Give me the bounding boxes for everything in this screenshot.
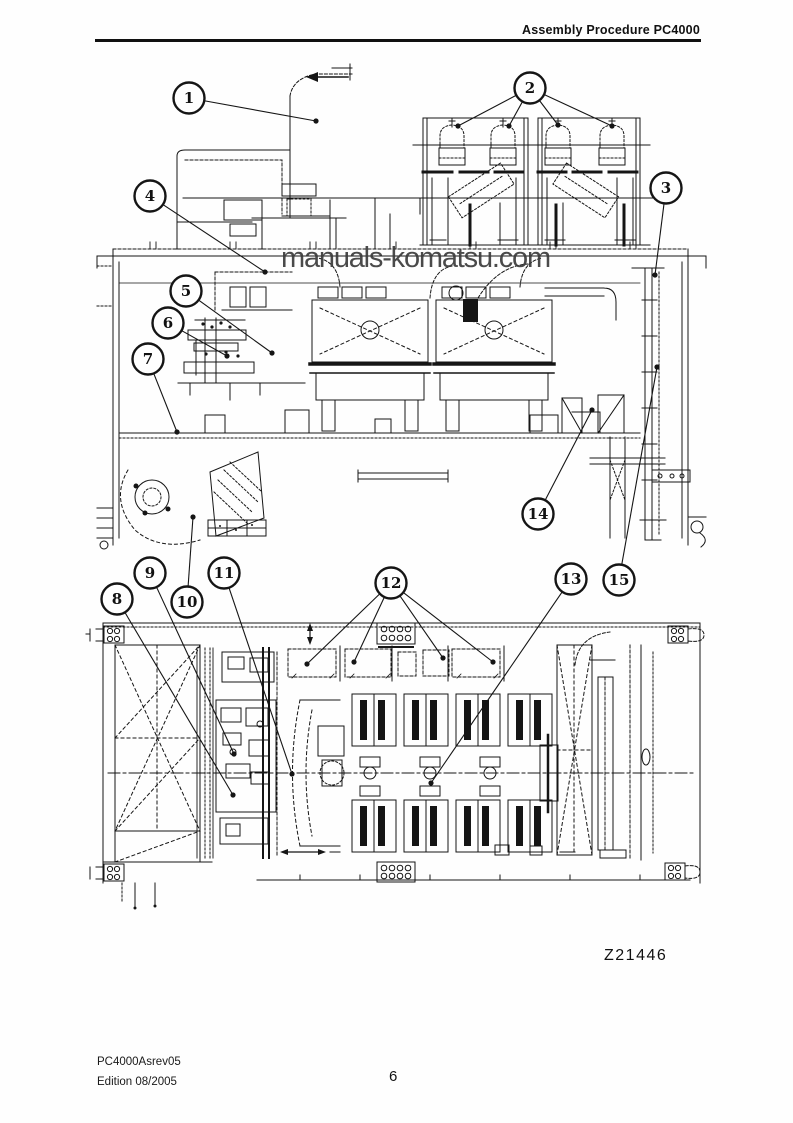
engine-side-view <box>308 257 617 432</box>
chute <box>207 451 267 537</box>
svg-text:12: 12 <box>381 574 402 592</box>
svg-text:5: 5 <box>181 282 191 300</box>
svg-text:10: 10 <box>177 593 198 611</box>
swing-machinery <box>119 469 201 545</box>
callout-6: 6 <box>151 306 185 340</box>
page-title: Assembly Procedure PC4000 <box>521 23 700 37</box>
svg-text:4: 4 <box>145 187 155 205</box>
callout-12: 12 <box>374 566 408 600</box>
svg-text:11: 11 <box>214 564 235 582</box>
header-rule <box>95 39 701 42</box>
doc-ref: PC4000Asrev05 <box>97 1056 181 1068</box>
callout-15: 15 <box>602 563 636 597</box>
pump-assembly <box>177 317 306 401</box>
svg-text:9: 9 <box>145 564 155 582</box>
plan-view-drawing <box>85 622 705 910</box>
counterweight <box>556 631 654 861</box>
callout-1: 1 <box>172 81 206 115</box>
air-cleaner-assembly <box>412 117 651 247</box>
callout-4: 4 <box>133 179 167 213</box>
svg-text:7: 7 <box>143 350 153 368</box>
mounting-rails <box>287 622 505 682</box>
figure-code: Z21446 <box>604 947 668 964</box>
callout-2: 2 <box>513 71 547 105</box>
callout-7: 7 <box>131 342 165 376</box>
edition: Edition 08/2005 <box>97 1076 177 1088</box>
callout-14: 14 <box>521 497 555 531</box>
footer: PC4000Asrev05 Edition 08/2005 <box>97 1052 181 1092</box>
svg-text:1: 1 <box>184 89 194 107</box>
svg-text:6: 6 <box>163 314 173 332</box>
callout-11: 11 <box>207 556 241 590</box>
callout-13: 13 <box>554 562 588 596</box>
svg-text:15: 15 <box>609 571 630 589</box>
svg-text:3: 3 <box>661 179 671 197</box>
pump-module-plan <box>215 651 277 845</box>
callout-3: 3 <box>649 171 683 205</box>
callout-10: 10 <box>170 585 204 619</box>
engine-plan-view <box>292 693 559 853</box>
page-number: 6 <box>389 1068 398 1085</box>
outriggers <box>85 625 705 882</box>
callout-5: 5 <box>169 274 203 308</box>
top-view-drawing <box>96 63 707 550</box>
svg-text:14: 14 <box>528 505 549 523</box>
svg-text:8: 8 <box>112 590 122 608</box>
radiator-frame-lattice <box>114 644 201 863</box>
svg-text:2: 2 <box>525 79 535 97</box>
watermark: manuals-komatsu.com <box>281 242 551 274</box>
callout-9: 9 <box>133 556 167 590</box>
svg-text:13: 13 <box>561 570 582 588</box>
callout-8: 8 <box>100 582 134 616</box>
